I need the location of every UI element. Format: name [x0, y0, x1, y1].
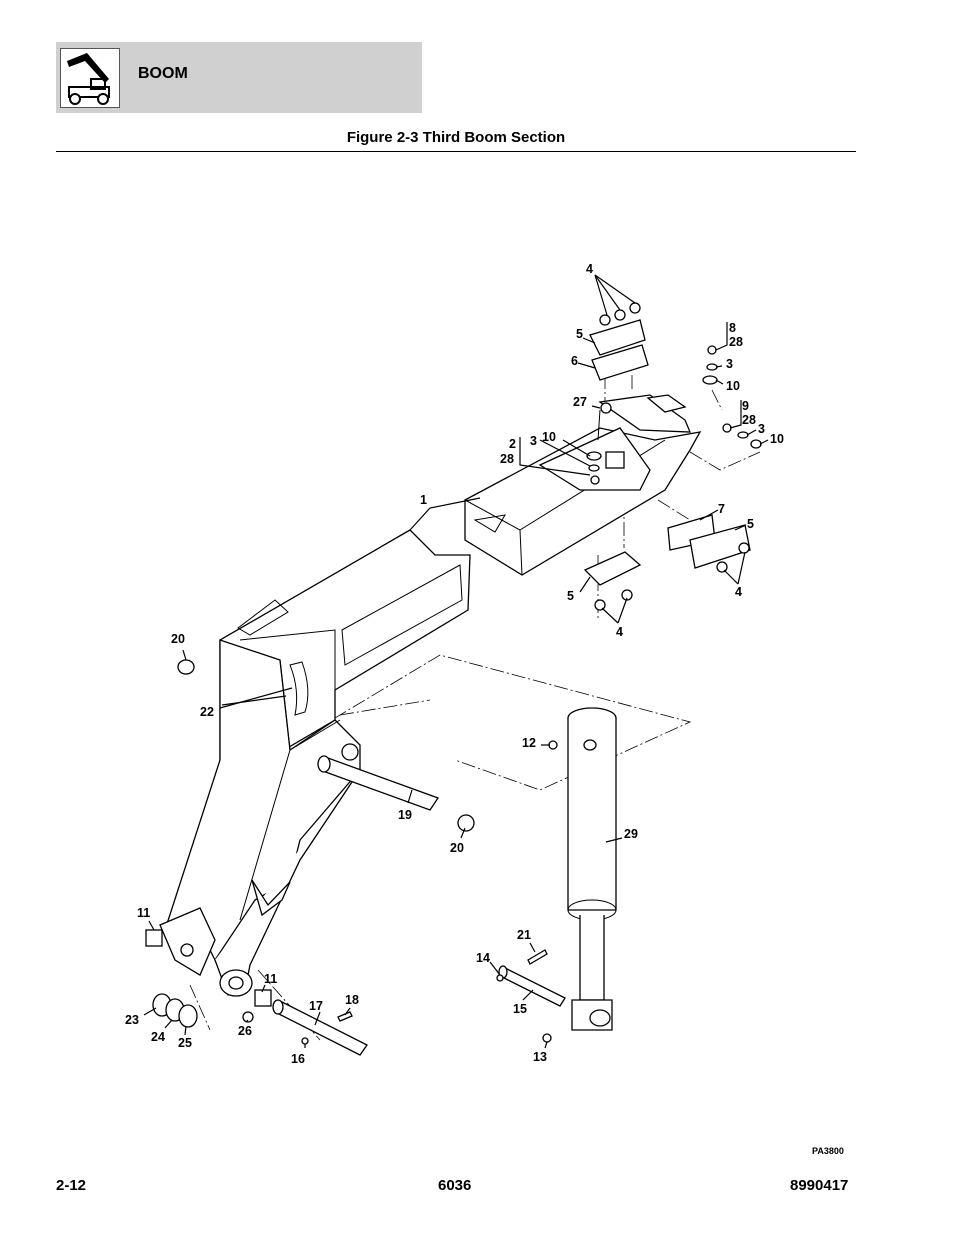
callout-24: 24 [151, 1030, 165, 1044]
callout-13: 13 [533, 1050, 547, 1064]
callout-18: 18 [345, 993, 359, 1007]
callout-22: 22 [200, 705, 214, 719]
callout-4: 4 [586, 262, 593, 276]
callout-12: 12 [522, 736, 536, 750]
callout-3: 3 [726, 357, 733, 371]
callout-6: 6 [571, 354, 578, 368]
callout-5: 5 [567, 589, 574, 603]
callout-25: 25 [178, 1036, 192, 1050]
callout-15: 15 [513, 1002, 527, 1016]
callout-3: 3 [530, 434, 537, 448]
pins-and-bushings [145, 659, 475, 1056]
callout-4: 4 [616, 625, 623, 639]
callout-7: 7 [718, 502, 725, 516]
model-number: 6036 [438, 1177, 472, 1194]
callout-10: 10 [542, 430, 556, 444]
callout-8: 8 [729, 321, 736, 335]
boom-head-assembly [464, 394, 702, 576]
leader-lines [143, 274, 769, 1049]
callout-11: 11 [264, 972, 277, 986]
callout-14: 14 [476, 951, 490, 965]
callout-23: 23 [125, 1013, 139, 1027]
fasteners [586, 302, 762, 611]
section-title: BOOM [138, 65, 188, 82]
callout-28: 28 [729, 335, 743, 349]
callout-16: 16 [291, 1052, 305, 1066]
callout-11: 11 [137, 906, 150, 920]
callout-5: 5 [576, 327, 583, 341]
telehandler-boom-icon [60, 48, 120, 108]
callout-20: 20 [450, 841, 464, 855]
callout-28: 28 [742, 413, 756, 427]
callout-2: 2 [509, 437, 516, 451]
callout-28: 28 [500, 452, 514, 466]
callout-9: 9 [742, 399, 749, 413]
drawing-id: PA3800 [812, 1146, 844, 1156]
callout-26: 26 [238, 1024, 252, 1038]
telescope-cylinder [496, 707, 617, 1043]
callout-4: 4 [735, 585, 742, 599]
callout-10: 10 [726, 379, 740, 393]
figure-title: Figure 2-3 Third Boom Section [346, 129, 566, 146]
callout-5: 5 [747, 517, 754, 531]
third-boom-section [159, 529, 471, 997]
callout-19: 19 [398, 808, 412, 822]
callout-20: 20 [171, 632, 185, 646]
page-number: 2-12 [56, 1177, 87, 1194]
manual-part-number: 8990417 [790, 1177, 849, 1194]
callout-29: 29 [624, 827, 638, 841]
header-divider [56, 151, 856, 152]
callout-21: 21 [517, 928, 531, 942]
callout-1: 1 [420, 493, 427, 507]
callout-labels: 4 5 6 8 28 3 10 27 9 28 3 10 10 3 2 28 1… [125, 262, 784, 1066]
callout-10: 10 [770, 432, 784, 446]
callout-27: 27 [573, 395, 587, 409]
wear-pads [583, 319, 751, 586]
callout-3: 3 [758, 422, 765, 436]
callout-17: 17 [309, 999, 323, 1013]
